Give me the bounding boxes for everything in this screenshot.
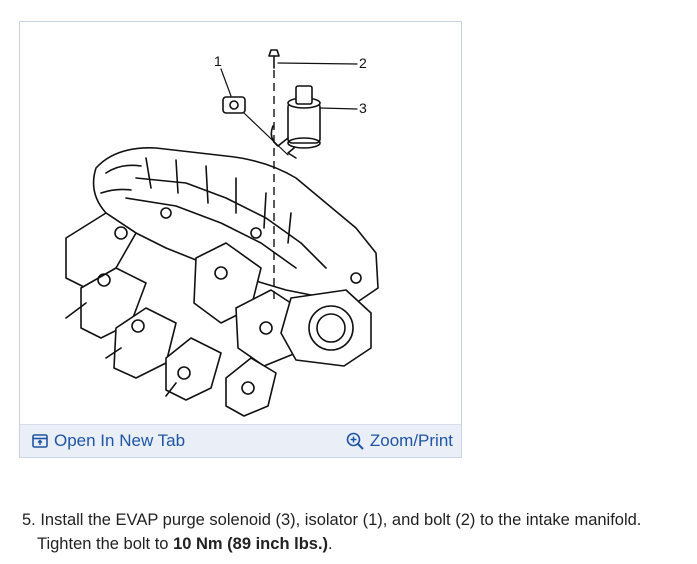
figure-card: 1 2 3 Open In New Tab <box>19 21 462 458</box>
callout-2: 2 <box>359 55 367 71</box>
torque-spec: 10 Nm (89 inch lbs.) <box>173 535 329 553</box>
open-new-tab-icon <box>32 434 48 448</box>
instruction-line-1: 5. Install the EVAP purge solenoid (3), … <box>22 511 642 529</box>
zoom-plus-icon <box>346 432 364 450</box>
torque-suffix: . <box>328 535 333 553</box>
figure-toolbar: Open In New Tab Zoom/Print <box>20 424 461 457</box>
intake-manifold-diagram[interactable]: 1 2 3 <box>26 28 455 423</box>
callout-1: 1 <box>214 53 222 69</box>
open-in-new-tab-link[interactable]: Open In New Tab <box>32 431 185 451</box>
instruction-line-2: Tighten the bolt to 10 Nm (89 inch lbs.)… <box>22 532 690 556</box>
torque-prefix: Tighten the bolt to <box>37 535 174 553</box>
instruction-step: 5. Install the EVAP purge solenoid (3), … <box>22 508 690 556</box>
open-in-new-tab-label: Open In New Tab <box>54 431 186 450</box>
callout-3: 3 <box>359 100 367 116</box>
zoom-print-label: Zoom/Print <box>369 431 453 450</box>
diagram-svg: 1 2 3 <box>65 49 379 417</box>
zoom-print-link[interactable]: Zoom/Print <box>346 431 453 451</box>
